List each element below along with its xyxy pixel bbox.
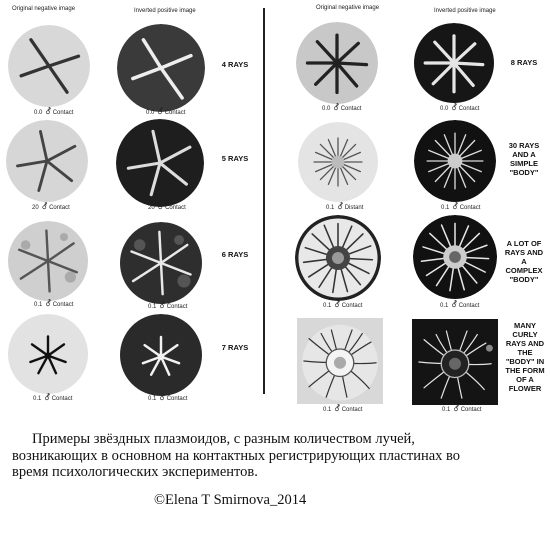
plate-right-4-inverted (412, 319, 498, 405)
plate-label-left-2-inverted: 20 ⚦Contact (148, 202, 186, 212)
female-male-sign-icon: ⚦ (157, 107, 164, 116)
female-male-sign-icon: ⚦ (159, 393, 166, 402)
rays-label-left-4: 7 RAYS (221, 343, 249, 352)
plate-right-4-original (297, 318, 383, 404)
female-male-sign-icon: ⚦ (337, 202, 344, 211)
female-male-sign-icon: ⚦ (452, 202, 459, 211)
header-left-inverted: Inverted positive image (134, 8, 196, 14)
female-male-sign-icon: ⚦ (451, 103, 458, 112)
plate-label-right-4-inverted: 0.1 ⚦Contact (442, 404, 482, 414)
rays-label-right-2: 30 RAYS AND A SIMPLE "BODY" (508, 141, 540, 177)
female-male-sign-icon: ⚦ (45, 107, 52, 116)
plate-label-right-2-original: 0.1 ⚦Distant (326, 202, 364, 212)
female-male-sign-icon: ⚦ (157, 202, 165, 211)
female-male-sign-icon: ⚦ (159, 301, 166, 310)
caption-line-1: Примеры звёздных плазмоидов, с разным ко… (32, 431, 415, 447)
plate-label-right-3-inverted: 0.1 ⚦Contact (440, 300, 480, 310)
caption: Примеры звёздных плазмоидов, с разным ко… (12, 431, 537, 481)
female-male-sign-icon: ⚦ (453, 404, 460, 413)
caption-line-3: время психологических экспериментов. (12, 464, 258, 480)
plate-label-left-4-inverted: 0.1 ⚦Contact (148, 393, 188, 403)
plate-label-right-2-inverted: 0.1 ⚦Contact (441, 202, 481, 212)
plate-label-right-3-original: 0.1 ⚦Contact (323, 300, 363, 310)
header-right-original: Original negative image (316, 5, 380, 11)
rays-label-right-1: 8 RAYS (510, 58, 538, 67)
plate-left-2-inverted (116, 119, 204, 207)
plate-label-right-4-original: 0.1 ⚦Contact (323, 404, 363, 414)
plate-label-left-2-original: 20 ⚦Contact (32, 202, 70, 212)
header-right-inverted: Inverted positive image (434, 8, 496, 14)
female-male-sign-icon: ⚦ (451, 300, 458, 309)
female-male-sign-icon: ⚦ (44, 393, 51, 402)
rays-label-left-1: 4 RAYS (221, 60, 249, 69)
female-male-sign-icon: ⚦ (333, 103, 340, 112)
plate-left-1-original (8, 25, 90, 107)
plate-right-3-original (295, 215, 381, 301)
female-male-sign-icon: ⚦ (334, 404, 341, 413)
female-male-sign-icon: ⚦ (41, 202, 49, 211)
caption-line-2: возникающих в основном на контактных рег… (12, 447, 461, 464)
rays-label-right-3: A LOT OF RAYS AND A COMPLEX "BODY" (504, 239, 544, 284)
plate-right-1-original (296, 22, 378, 104)
plate-left-4-original (6, 314, 90, 394)
rays-label-right-4: MANY CURLY RAYS AND THE "BODY" IN THE FO… (505, 321, 545, 393)
plate-label-left-3-original: 0.1 ⚦Contact (34, 299, 74, 309)
header-left-original: Original negative image (12, 6, 76, 12)
plate-left-3-inverted (117, 222, 205, 304)
plate-left-1-inverted (117, 24, 205, 112)
plate-label-left-1-inverted: 0.0 ⚦Contact (146, 107, 186, 117)
plate-left-4-inverted (117, 314, 205, 396)
female-male-sign-icon: ⚦ (334, 300, 341, 309)
plate-left-2-original (6, 120, 88, 202)
plate-left-3-original (7, 221, 89, 301)
plate-right-2-original (298, 122, 378, 202)
plate-label-left-1-original: 0.0 ⚦Contact (34, 107, 74, 117)
plate-label-left-4-original: 0.1 ⚦Contact (33, 393, 73, 403)
column-divider (263, 8, 265, 394)
rays-label-left-2: 5 RAYS (221, 154, 249, 163)
plate-label-right-1-original: 0.0 ⚦Contact (322, 103, 362, 113)
female-male-sign-icon: ⚦ (45, 299, 52, 308)
plate-right-3-inverted (413, 215, 497, 299)
rays-label-left-3: 6 RAYS (221, 250, 249, 259)
copyright-credit: ©Elena T Smirnova_2014 (154, 492, 307, 508)
plate-label-left-3-inverted: 0.1 ⚦Contact (148, 301, 188, 311)
plate-label-right-1-inverted: 0.0 ⚦Contact (440, 103, 480, 113)
plate-right-2-inverted (414, 120, 496, 202)
plate-right-1-inverted (413, 23, 495, 103)
